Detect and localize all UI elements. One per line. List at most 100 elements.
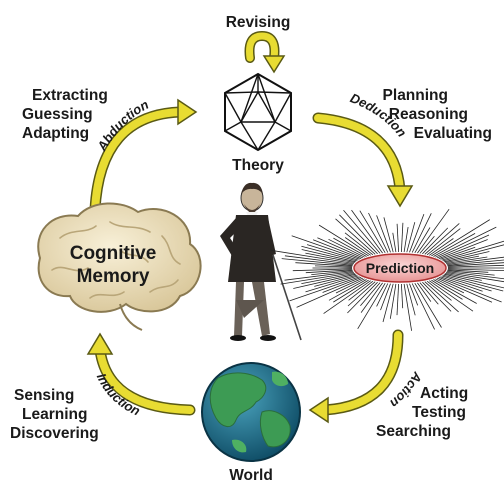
burst-ray <box>293 273 356 289</box>
burst-ray <box>323 280 371 314</box>
action-arrow <box>308 329 404 424</box>
burst-ray <box>447 268 504 272</box>
burst-ray <box>441 240 504 261</box>
world-label: World <box>229 467 273 484</box>
burst-ray <box>440 246 476 260</box>
burst-ray <box>411 283 435 330</box>
burst-ray <box>437 277 493 303</box>
action-step-2: Testing <box>412 404 466 421</box>
burst-ray <box>383 217 394 253</box>
burst-ray <box>396 223 399 253</box>
burst-ray <box>441 275 492 292</box>
burst-ray <box>296 277 363 308</box>
burst-ray <box>409 213 425 253</box>
burst-ray <box>446 272 504 283</box>
burst-ray <box>419 282 439 305</box>
burst-ray <box>431 279 463 300</box>
burst-ray <box>343 210 381 254</box>
burst-ray <box>401 222 404 253</box>
burst-ray <box>406 283 416 316</box>
burst-ray <box>291 235 360 260</box>
burst-ray <box>314 265 353 268</box>
burst-ray <box>435 226 497 258</box>
action-steps: Acting Testing Searching <box>376 385 468 440</box>
burst-ray <box>445 255 480 263</box>
burst-ray <box>422 281 452 312</box>
burst-ray <box>442 274 504 292</box>
burst-ray <box>339 214 378 255</box>
burst-ray <box>438 239 488 259</box>
abduction-arrow <box>89 98 198 216</box>
burst-ray <box>301 249 356 263</box>
deduction-step-3: Evaluating <box>414 125 492 142</box>
burst-ray <box>357 282 386 330</box>
burst-ray <box>306 244 359 261</box>
deduction-arrow <box>312 112 414 208</box>
burst-ray <box>335 218 376 255</box>
induction-arrow <box>86 332 196 416</box>
prediction-label: Prediction <box>366 260 434 276</box>
burst-ray <box>433 279 477 304</box>
burst-ray <box>424 223 460 255</box>
burst-ray <box>318 224 369 257</box>
burst-ray <box>411 213 432 253</box>
burst-ray <box>447 264 504 268</box>
theory-icosahedron-icon <box>224 72 292 152</box>
burst-ray <box>429 238 454 256</box>
burst-ray <box>433 233 476 257</box>
theory-label: Theory <box>232 157 284 174</box>
burst-ray <box>284 255 354 265</box>
abduction-step-2: Guessing <box>22 106 93 123</box>
burst-ray <box>344 237 371 256</box>
burst-ray <box>301 273 355 284</box>
revising-loop-arrow <box>244 30 286 74</box>
burst-ray <box>292 268 353 272</box>
burst-ray <box>440 276 483 292</box>
burst-ray <box>328 238 365 258</box>
burst-ray <box>322 277 362 293</box>
burst-ray <box>392 232 397 253</box>
burst-ray <box>401 283 404 309</box>
burst-ray <box>426 280 452 301</box>
burst-ray <box>419 236 435 254</box>
burst-ray <box>417 208 450 254</box>
burst-ray <box>305 275 359 293</box>
burst-ray <box>445 273 482 281</box>
induction-steps: Sensing Learning Discovering <box>10 387 99 442</box>
burst-ray <box>376 283 389 307</box>
person-figure <box>220 182 302 341</box>
burst-ray <box>295 262 353 267</box>
prediction-burst <box>270 208 504 331</box>
abduction-step-3: Adapting <box>22 125 89 142</box>
burst-ray <box>444 251 490 263</box>
burst-ray <box>426 228 461 256</box>
burst-ray <box>314 274 358 287</box>
burst-ray <box>376 215 391 253</box>
burst-ray <box>422 227 449 255</box>
burst-ray <box>335 278 365 294</box>
deduction-steps: Planning Reasoning Evaluating <box>383 87 492 142</box>
burst-ray <box>396 283 399 316</box>
action-step-3: Searching <box>376 423 451 440</box>
burst-ray <box>438 277 502 303</box>
burst-ray <box>305 252 355 263</box>
burst-ray <box>270 249 354 264</box>
burst-ray <box>301 245 358 262</box>
burst-ray <box>417 282 432 302</box>
burst-ray <box>351 209 383 254</box>
burst-ray <box>333 279 369 303</box>
burst-ray <box>447 270 495 276</box>
burst-ray <box>424 281 459 313</box>
burst-ray <box>447 269 489 273</box>
burst-ray <box>289 276 360 302</box>
burst-ray <box>403 283 412 331</box>
abduction-step-1: Extracting <box>32 87 108 104</box>
burst-ray <box>328 279 367 301</box>
burst-ray <box>281 258 353 266</box>
burst-ray <box>446 256 504 265</box>
burst-ray <box>382 283 394 323</box>
induction-step-1: Sensing <box>14 387 74 404</box>
burst-ray <box>414 282 442 328</box>
deduction-step-1: Planning <box>383 87 448 104</box>
revising-label: Revising <box>226 14 291 31</box>
